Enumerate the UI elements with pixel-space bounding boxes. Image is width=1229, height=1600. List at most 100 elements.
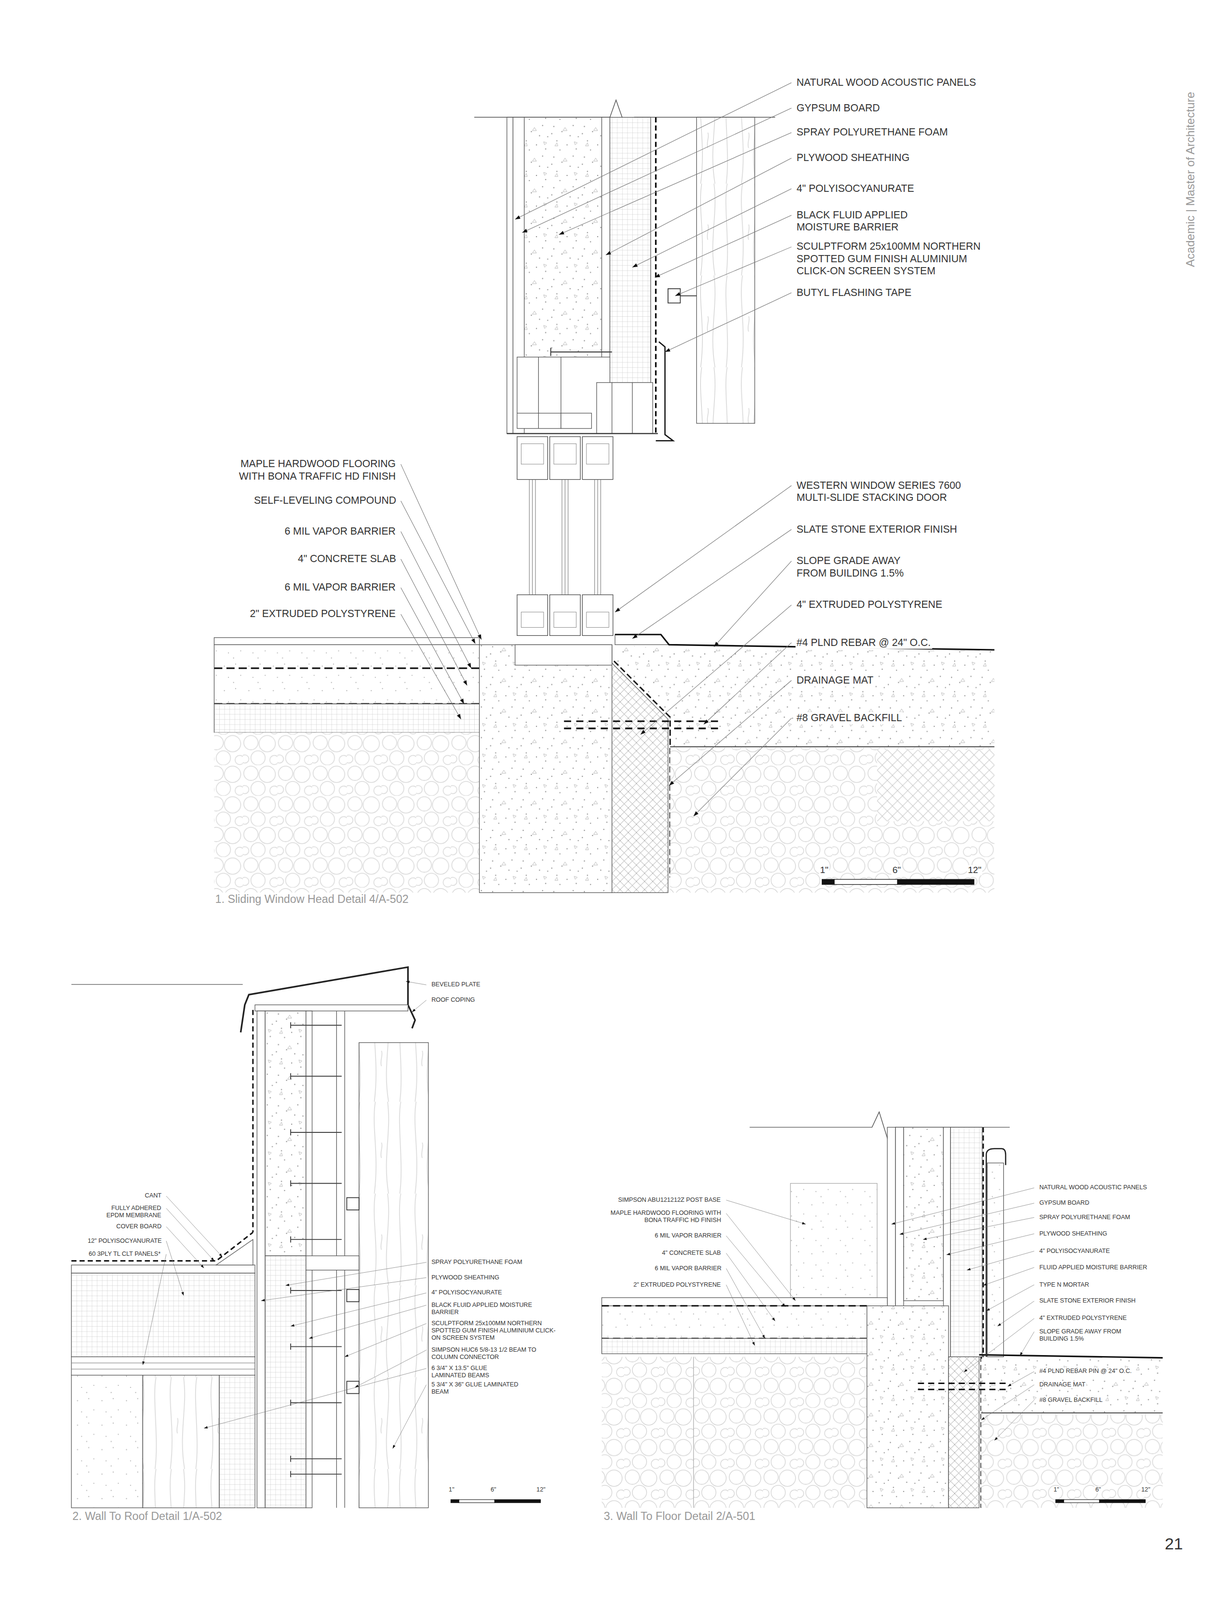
leader-line <box>605 158 792 255</box>
leader-arrowhead <box>966 1267 971 1270</box>
polyiso-insulation <box>950 1126 983 1357</box>
material-label: DRAINAGE MAT <box>795 674 875 687</box>
leader-arrowhead <box>515 215 521 220</box>
scale-bar <box>458 1499 495 1503</box>
soil-line <box>669 746 995 748</box>
xps-insulation <box>213 703 480 733</box>
leader-arrowhead <box>218 1253 223 1257</box>
leader-arrowhead <box>772 1317 775 1321</box>
scale-number: 1" <box>447 1485 456 1494</box>
scale-number: 1" <box>818 864 830 876</box>
material-label: 4" EXTRUDED POLYSTYRENE <box>1038 1314 1128 1322</box>
material-label: BLACK FLUID APPLIED MOISTURE BARRIER <box>795 209 936 234</box>
spray-foam <box>903 1126 944 1301</box>
leader-arrowhead <box>675 292 681 296</box>
material-label: #8 GRAVEL BACKFILL <box>795 711 904 724</box>
leader-arrowhead <box>412 1008 416 1013</box>
leader-line <box>654 215 792 278</box>
window-frame-chamber <box>520 443 544 465</box>
leader-arrowhead <box>1019 1351 1023 1356</box>
material-label: SELF-LEVELING COMPOUND <box>253 494 398 507</box>
leader-line <box>899 1202 1034 1235</box>
scale-bar <box>897 879 975 885</box>
leader-arrowhead <box>521 228 528 233</box>
material-label: SIMPSON ABU121212Z POST BASE <box>616 1196 722 1204</box>
screw <box>290 1021 342 1029</box>
screw <box>290 1129 342 1136</box>
leader-arrowhead <box>983 1282 988 1286</box>
plywood-sheathing <box>601 117 611 357</box>
material-label: FULLY ADHERED EPDM MEMBRANE <box>94 1204 163 1219</box>
leader-line <box>308 1304 427 1338</box>
leader-line <box>675 246 792 296</box>
material-label: 2" EXTRUDED POLYSTYRENE <box>632 1280 722 1288</box>
leader-arrowhead <box>477 634 482 640</box>
material-label: SLOPE GRADE AWAY FROM BUILDING 1.5% <box>1038 1327 1124 1343</box>
leader-line <box>344 1323 427 1357</box>
leader-arrowhead <box>640 729 646 735</box>
page-number: 21 <box>1163 1533 1185 1554</box>
scale-number: 12" <box>1140 1485 1152 1494</box>
leader-line <box>966 1250 1035 1270</box>
leader-line <box>891 1187 1035 1224</box>
leader-arrowhead <box>181 1291 184 1296</box>
leader-line <box>203 1368 427 1429</box>
material-label: NATURAL WOOD ACOUSTIC PANELS <box>1038 1183 1149 1191</box>
screen-clip <box>347 1380 360 1393</box>
glazing <box>529 479 536 595</box>
drainage-mat <box>614 660 670 878</box>
soil <box>981 1358 1163 1413</box>
threshold <box>515 644 613 665</box>
material-label: SLATE STONE EXTERIOR FINISH <box>1038 1296 1137 1305</box>
material-label: 12" POLYISOCYANURATE <box>86 1236 163 1244</box>
material-label: MAPLE HARDWOOD FLOORING WITH BONA TRAFFI… <box>593 1209 723 1224</box>
context-line <box>71 983 243 985</box>
screw <box>290 1455 342 1462</box>
leader-arrowhead <box>344 1353 349 1357</box>
material-label: 6 MIL VAPOR BARRIER <box>653 1264 723 1272</box>
leader-line <box>713 561 792 647</box>
material-label: BEVELED PLATE <box>430 980 482 989</box>
polyiso-insulation <box>71 1272 255 1357</box>
screw <box>290 1470 342 1478</box>
leader-arrowhead <box>981 1416 986 1420</box>
leader-arrowhead <box>471 638 476 644</box>
exterior-xps <box>612 663 668 893</box>
material-label: PLYWOOD SHEATHING <box>430 1273 501 1282</box>
leader-line <box>640 604 792 735</box>
gravel <box>669 747 995 893</box>
leader-arrowhead <box>200 1264 204 1268</box>
material-label: 6 MIL VAPOR BARRIER <box>283 525 397 538</box>
moisture-barrier <box>654 117 657 434</box>
material-label: GYPSUM BOARD <box>795 102 882 115</box>
material-label: ROOF COPING <box>430 996 477 1004</box>
detail-caption: 1. Sliding Window Head Detail 4/A-502 <box>213 892 410 907</box>
rebar <box>918 1383 1010 1390</box>
material-label: 6 MIL VAPOR BARRIER <box>283 581 397 594</box>
plate-line <box>507 432 658 434</box>
leader-arrowhead <box>211 1256 215 1261</box>
material-label: 4" EXTRUDED POLYSTYRENE <box>795 598 944 611</box>
leader-arrowhead <box>456 713 462 720</box>
scale-bar <box>450 1499 459 1503</box>
leader-line <box>726 1235 786 1307</box>
leader-arrowhead <box>632 263 638 268</box>
leader-line <box>693 718 792 816</box>
moisture-barrier <box>982 1126 985 1357</box>
leader-line <box>614 485 792 612</box>
foundation-wall <box>479 644 613 893</box>
spray-foam <box>524 117 602 357</box>
leader-arrowhead <box>142 1361 145 1365</box>
leader-arrowhead <box>1007 1383 1012 1387</box>
window-frame-chamber <box>586 443 610 465</box>
leader-arrowhead <box>922 1237 927 1240</box>
scale-number: 6" <box>891 864 903 876</box>
hardwood-floor <box>213 637 480 645</box>
spray-foam <box>265 1010 307 1256</box>
window-frame-chamber <box>586 612 610 628</box>
material-label: 4" POLYISOCYANURATE <box>1038 1247 1111 1255</box>
beveled-plate <box>254 1004 408 1011</box>
leader-arrowhead <box>994 1436 998 1441</box>
material-label: SIMPSON HUC6 5/8-13 1/2 BEAM TO COLUMN C… <box>430 1346 545 1361</box>
